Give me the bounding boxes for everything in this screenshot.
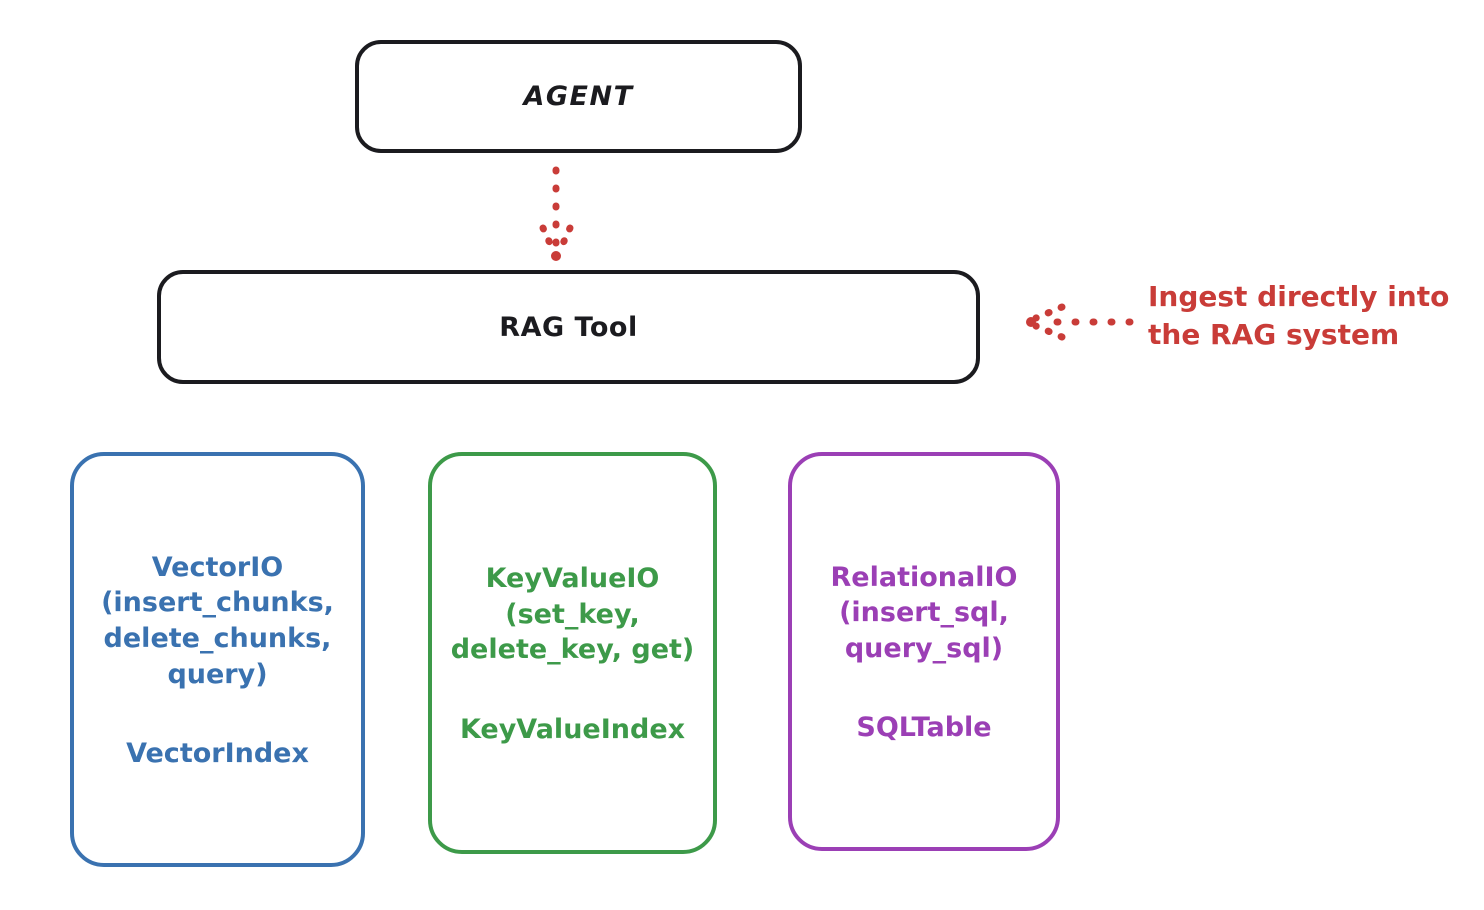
vector-io-node[interactable]: VectorIO (insert_chunks, delete_chunks, … [70,452,365,867]
rag-tool-label: RAG Tool [499,311,638,343]
agent-node[interactable]: AGENT [355,40,802,153]
sql-table-label: SQLTable [856,712,992,744]
ingest-to-rag-tool-arrow [1026,303,1134,341]
agent-label: AGENT [523,81,634,112]
agent-to-rag-tool-arrow [539,166,574,261]
vector-index-label: VectorIndex [126,738,309,770]
key-value-index-label: KeyValueIndex [459,713,686,745]
ingest-annotation-label: Ingest directly into the RAG system [1148,280,1450,351]
key-value-io-node[interactable]: KeyValueIO (set_key, delete_key, get) Ke… [428,452,717,854]
relational-io-node[interactable]: RelationalIO (insert_sql, query_sql) SQL… [788,452,1060,851]
vector-io-api-label: VectorIO (insert_chunks, delete_chunks, … [101,551,334,690]
key-value-io-api-label: KeyValueIO (set_key, delete_key, get) [450,563,695,666]
relational-io-api-label: RelationalIO (insert_sql, query_sql) [830,561,1018,664]
rag-tool-node[interactable]: RAG Tool [157,270,980,384]
